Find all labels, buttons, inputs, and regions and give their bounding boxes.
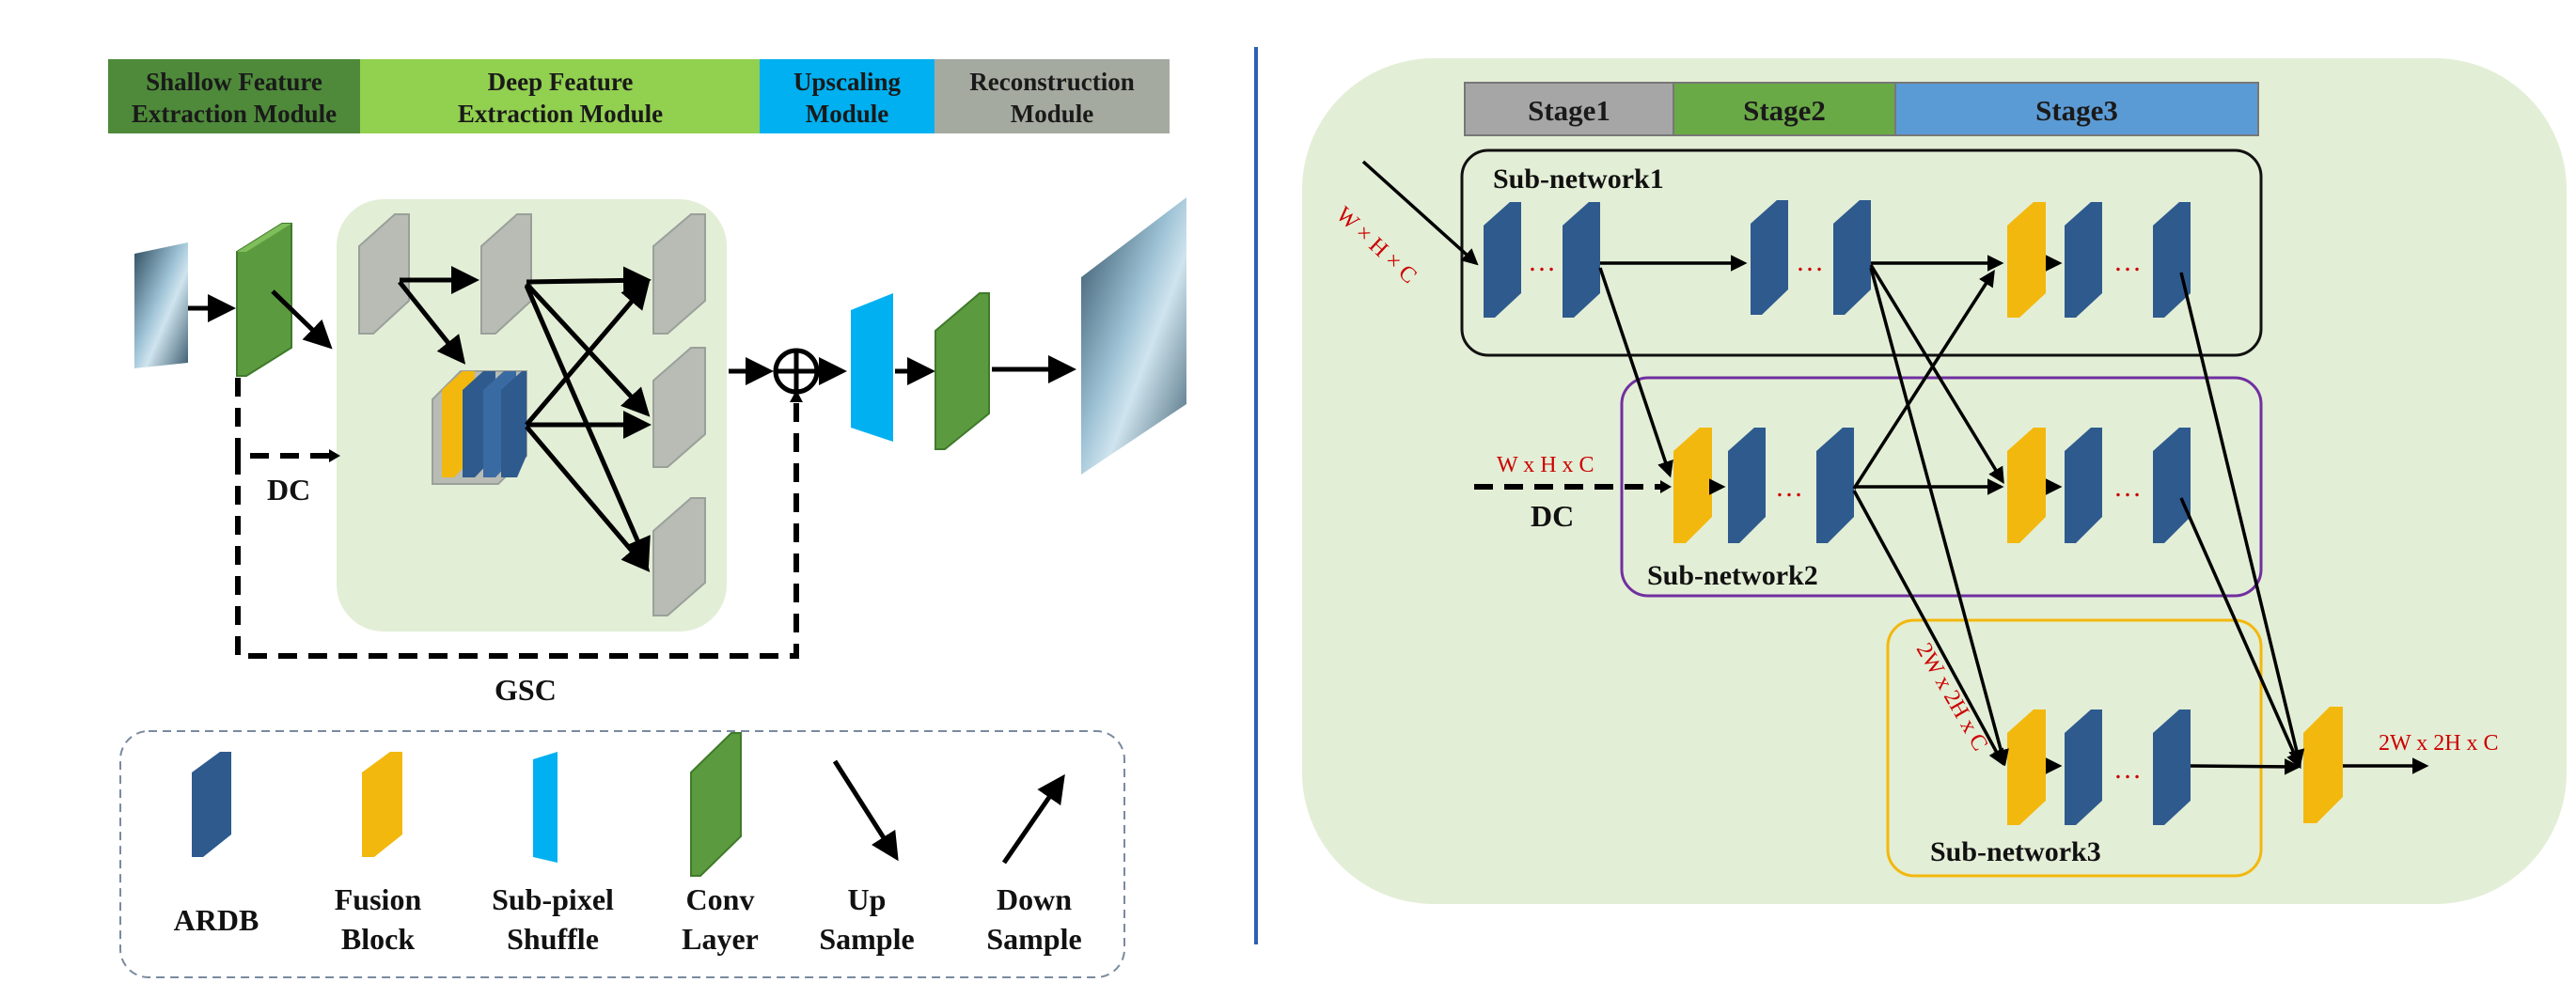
dims-mid-label: W x H x C — [1497, 453, 1594, 477]
shallow-header-line1: Shallow Feature — [146, 68, 322, 96]
sn1-fusion-1 — [2007, 202, 2046, 318]
sn2-ardb-2 — [1816, 428, 1854, 543]
sn1-dots-3: … — [2113, 246, 2142, 277]
legend-upsample-icon — [832, 759, 899, 862]
right-panel-bg — [1302, 58, 2567, 904]
legend-box — [119, 730, 1125, 978]
gsc-label: GSC — [495, 673, 557, 707]
sn2-to-final-arrow — [2179, 497, 2302, 770]
deep-module-header — [360, 59, 760, 133]
legend-conv-icon — [690, 732, 742, 877]
reconstruction-header-line1: Reconstruction — [969, 68, 1134, 96]
sn1-dots-1: … — [1528, 246, 1556, 277]
subnetwork1-label: Sub-network1 — [1493, 164, 1664, 195]
sn2-ardb-1 — [1728, 428, 1766, 543]
dc-dashed-path — [235, 378, 331, 459]
stage1-label: Stage1 — [1528, 94, 1610, 127]
sn3-fusion-1 — [2007, 710, 2046, 825]
legend-down-label-1: Down — [997, 882, 1072, 916]
deep-header-line1: Deep Feature — [488, 68, 634, 96]
final-fusion-block — [2303, 707, 2343, 823]
deep-arrow-6 — [525, 280, 651, 427]
sn1-ardb-3 — [1751, 200, 1788, 315]
sn1-down-arrow-2 — [1869, 264, 2004, 484]
output-image — [1081, 197, 1186, 475]
stage2-label: Stage2 — [1743, 94, 1826, 127]
dc-label-left: DC — [267, 473, 310, 507]
sn1-ardb-4 — [1833, 200, 1871, 315]
gray-block-4 — [652, 347, 706, 468]
sn1-ardb-2 — [1563, 202, 1600, 318]
legend-up-label-1: Up — [848, 882, 887, 916]
reconstruction-module-header — [935, 59, 1170, 133]
gray-block-1 — [358, 213, 410, 335]
deep-arrow-3 — [526, 266, 652, 295]
deep-arrow-8 — [525, 425, 651, 572]
sn3-ardb-1 — [2065, 710, 2102, 825]
subnetwork2-label: Sub-network2 — [1647, 560, 1818, 591]
input-image — [134, 242, 188, 368]
upscaling-header-line1: Upscaling — [793, 68, 902, 96]
conv-to-deep-arrow — [271, 289, 333, 350]
sn2-fusion-2 — [2007, 428, 2046, 543]
sn1-down-arrow-3 — [1869, 267, 2009, 767]
legend-up-label-2: Sample — [819, 922, 914, 956]
deep-arrow-4 — [525, 282, 651, 417]
shallow-module-header — [108, 59, 360, 133]
sn1-ardb-6 — [2153, 202, 2191, 318]
upscaling-header-line2: Module — [806, 100, 889, 128]
subnetwork3-box — [1886, 618, 2263, 878]
legend-fusion-icon — [362, 752, 402, 857]
deep-arrow-2 — [398, 280, 466, 365]
sn1-dots-2: … — [1796, 246, 1824, 277]
reconstruction-conv-layer — [935, 292, 990, 450]
sn2-dots-1: … — [1775, 472, 1803, 503]
gsc-dashed-path — [235, 399, 799, 659]
deep-header-line2: Extraction Module — [458, 100, 663, 128]
sn2-fusion-1 — [1673, 428, 1712, 543]
sn2-up-arrow — [1852, 270, 1995, 490]
legend-ardb-label: ARDB — [174, 903, 259, 937]
legend-conv-label-2: Layer — [682, 922, 759, 956]
shallow-header-line2: Extraction Module — [132, 100, 337, 128]
stage3-header — [1894, 82, 2259, 136]
sn2-ardb-3 — [2065, 428, 2102, 543]
sn3-dots-1: … — [2113, 754, 2142, 785]
legend-conv-label-1: Conv — [686, 882, 755, 916]
sn2-down-arrow — [1852, 490, 2004, 767]
sn1-to-final-arrow — [2179, 272, 2305, 767]
sn3-to-final-arrow — [2190, 758, 2301, 775]
sn1-input-arrow — [1361, 160, 1479, 266]
shallow-conv-layer — [236, 223, 292, 377]
sn2-ardb-4 — [2153, 428, 2191, 543]
legend-fusion-label-2: Block — [341, 922, 415, 956]
legend-downsample-icon — [1001, 773, 1065, 865]
module-header-bar: Shallow Feature Extraction Module Deep F… — [108, 59, 1170, 133]
reconstruction-header-line2: Module — [1011, 100, 1094, 128]
subnetwork3-label: Sub-network3 — [1930, 836, 2101, 867]
dc-label-right: DC — [1531, 499, 1574, 533]
gray-block-3 — [652, 213, 706, 335]
sn3-ardb-2 — [2153, 710, 2191, 825]
stage1-header — [1464, 82, 1674, 136]
legend-down-label-2: Sample — [986, 922, 1081, 956]
gray-block-5 — [652, 497, 706, 616]
sn1-ardb-5 — [2065, 202, 2102, 318]
nested-ardb-group — [432, 370, 527, 485]
sn1-down-arrow-1 — [1598, 267, 1673, 478]
stage3-label: Stage3 — [2035, 94, 2118, 127]
subpixel-shuffle-block — [851, 293, 893, 442]
upscaling-module-header — [760, 59, 935, 133]
sn2-dots-2: … — [2113, 472, 2142, 503]
legend-fusion-label-1: Fusion — [335, 882, 422, 916]
dims-out-label: 2W x 2H x C — [2379, 731, 2499, 756]
legend-ardb-icon — [192, 752, 231, 857]
stage2-header — [1673, 82, 1896, 136]
legend-subpixel-label-2: Shuffle — [507, 922, 599, 956]
sum-node — [773, 348, 820, 395]
legend-subpixel-label-1: Sub-pixel — [492, 882, 614, 916]
sn1-ardb-1 — [1484, 202, 1521, 318]
legend-subpixel-icon — [533, 752, 558, 863]
